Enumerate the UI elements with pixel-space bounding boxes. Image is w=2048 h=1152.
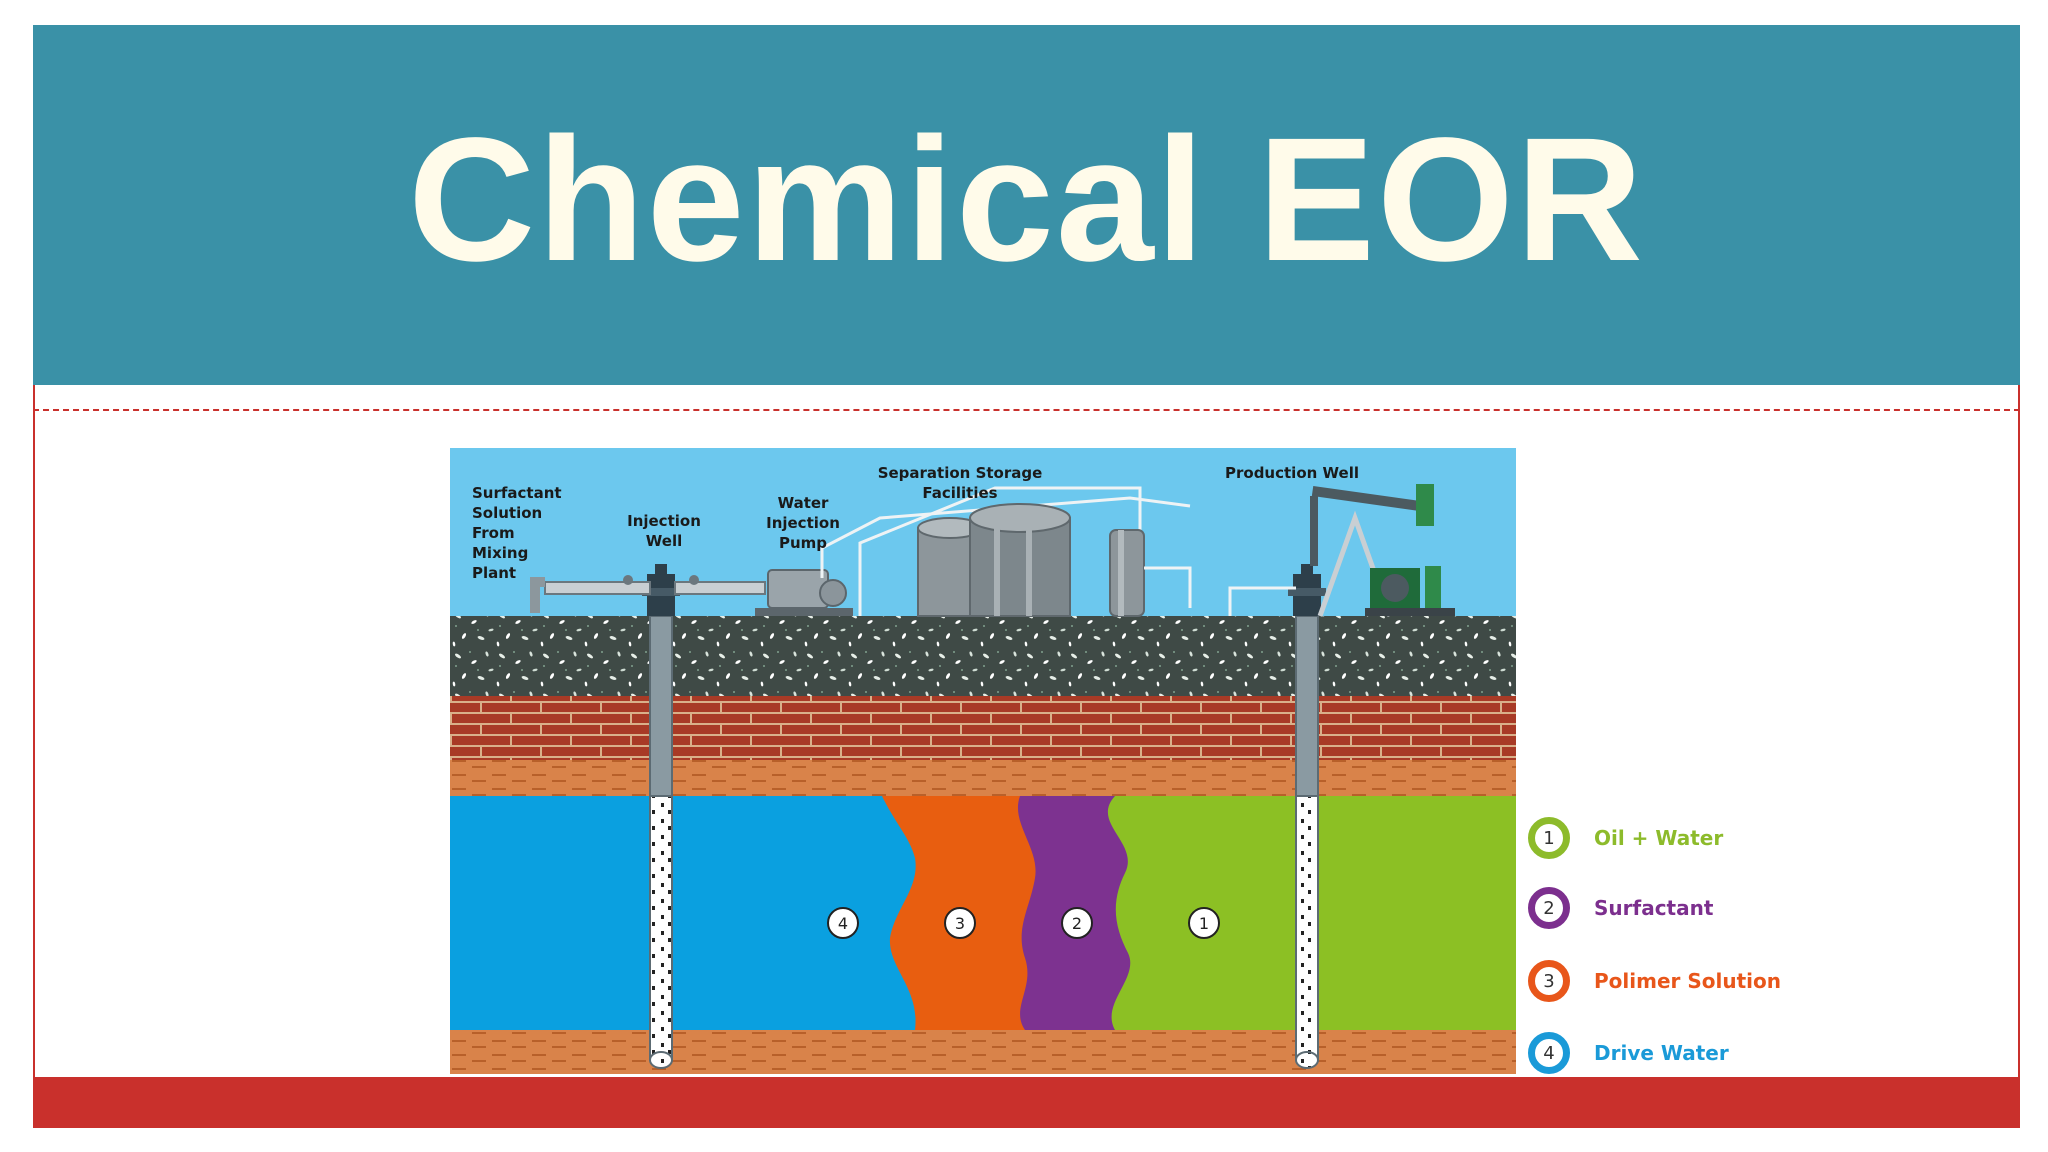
zone-marker-2: 2 (1061, 907, 1093, 939)
label-production-well: Production Well (1225, 464, 1359, 482)
legend-item-drive-water: 4 Drive Water (1528, 1023, 1729, 1083)
legend-label-surfactant: Surfactant (1594, 896, 1714, 920)
svg-text:Well: Well (646, 532, 682, 550)
label-separation-storage: Separation Storage Facilities (878, 464, 1043, 502)
svg-text:Water: Water (778, 494, 829, 512)
pump-jack (1310, 484, 1455, 617)
drive-water-zone (450, 796, 916, 1030)
svg-text:Injection: Injection (627, 512, 701, 530)
gravel-layer (450, 616, 1516, 696)
sand-layer-top (450, 760, 1516, 796)
svg-text:1: 1 (1199, 914, 1209, 933)
svg-text:Solution: Solution (472, 504, 542, 522)
svg-text:Production Well: Production Well (1225, 464, 1359, 482)
svg-text:Mixing: Mixing (472, 544, 528, 562)
legend-item-polimer-solution: 3 Polimer Solution (1528, 951, 1781, 1011)
legend-item-surfactant: 2 Surfactant (1528, 878, 1713, 938)
title-band: Chemical EOR (33, 25, 2020, 385)
legend-marker-1: 1 (1528, 817, 1570, 859)
legend-marker-2: 2 (1528, 887, 1570, 929)
svg-text:Surfactant: Surfactant (472, 484, 562, 502)
svg-text:Injection: Injection (766, 514, 840, 532)
svg-text:2: 2 (1072, 914, 1082, 933)
slide-title: Chemical EOR (408, 102, 1645, 298)
legend-item-oil-water: 1 Oil + Water (1528, 808, 1723, 868)
brick-layer (450, 696, 1516, 760)
eor-diagram: 4 3 2 1 (450, 448, 1516, 1074)
svg-text:3: 3 (955, 914, 965, 933)
bottom-band (33, 1077, 2020, 1128)
zone-marker-4: 4 (827, 907, 859, 939)
legend-marker-3: 3 (1528, 960, 1570, 1002)
legend-label-polimer-solution: Polimer Solution (1594, 969, 1781, 993)
surfactant-inlet-pipe (530, 575, 651, 613)
svg-text:Pump: Pump (779, 534, 827, 552)
legend: 1 Oil + Water 2 Surfactant 3 Polimer Sol… (1528, 808, 1828, 1088)
production-well (1288, 564, 1326, 1069)
svg-text:From: From (472, 524, 515, 542)
svg-text:Facilities: Facilities (922, 484, 997, 502)
water-injection-pump (755, 569, 853, 616)
legend-label-oil-water: Oil + Water (1594, 826, 1724, 850)
label-water-injection-pump: Water Injection Pump (766, 494, 840, 552)
svg-text:Plant: Plant (472, 564, 516, 582)
storage-tanks (820, 486, 1296, 617)
label-injection-well: Injection Well (627, 512, 701, 550)
legend-label-drive-water: Drive Water (1594, 1041, 1729, 1065)
divider-line (33, 409, 2020, 411)
legend-marker-4: 4 (1528, 1032, 1570, 1074)
svg-text:Separation Storage: Separation Storage (878, 464, 1043, 482)
zone-marker-1: 1 (1188, 907, 1220, 939)
svg-text:4: 4 (838, 914, 848, 933)
injection-well (642, 564, 680, 1069)
label-surfactant-solution: Surfactant Solution From Mixing Plant (472, 484, 562, 582)
pump-pipe (674, 575, 766, 595)
zone-marker-3: 3 (944, 907, 976, 939)
sand-layer-bottom (450, 1030, 1516, 1074)
